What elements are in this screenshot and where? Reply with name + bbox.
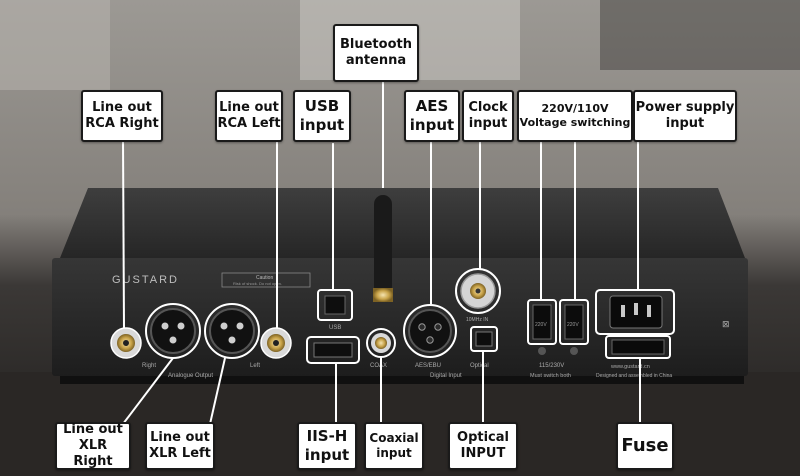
callout-coaxial-input: Coaxial input (364, 422, 424, 470)
usb-port-highlight (317, 289, 353, 321)
power-pin-2 (634, 303, 638, 315)
iis-port-highlight (306, 336, 360, 364)
callout-line-out-xlr-left: Line out XLR Left (145, 422, 215, 470)
digital-input-text: Digital Input (430, 373, 462, 379)
optical-port (475, 331, 493, 347)
xlr-left-pin-2 (236, 322, 244, 330)
callout-aes-input: AES input (404, 90, 460, 142)
caution-body: Risk of shock. Do not open. (233, 281, 282, 286)
line-rca-right (122, 139, 125, 329)
callout-iis-h-input: IIS-H input (297, 422, 357, 470)
callout-line-out-xlr-right: Line out XLR Right (55, 422, 131, 470)
callout-line-out-rca-left: Line out RCA Left (215, 90, 283, 142)
xlr-right-connector (150, 308, 196, 354)
xlr-left-connector (209, 308, 255, 354)
xlr-left-pin-3 (228, 336, 236, 344)
callout-usb-input: USB input (293, 90, 351, 142)
callout-lines (122, 139, 641, 425)
clock-highlight (455, 268, 501, 314)
fuse-highlight (605, 335, 671, 359)
background-frame-right (600, 0, 800, 70)
voltage-switch-right (564, 304, 584, 340)
background-frame-left (0, 0, 110, 90)
aes-pin-1 (418, 323, 426, 331)
line-xlr-left (209, 357, 226, 425)
line-xlr-right (122, 357, 174, 425)
xlr-right-pin-2 (177, 322, 185, 330)
rca-left-pin (273, 340, 279, 346)
xlr-left-pin-1 (220, 322, 228, 330)
power-pin-1 (621, 305, 625, 317)
power-inlet-highlight (595, 289, 675, 335)
caution-label (221, 272, 311, 288)
aes-pin-3 (426, 336, 434, 344)
coaxial-ring (375, 337, 387, 349)
switch-left-text: 220V (535, 322, 547, 328)
iis-port (313, 342, 353, 358)
rca-right-pin (123, 340, 129, 346)
analogue-output-text: Analogue Output (168, 373, 213, 379)
right-channel-text: Right (142, 363, 156, 369)
aes-connector (408, 309, 452, 353)
weee-symbol: ⊠ (722, 320, 730, 330)
switch-right-text: 220V (567, 322, 579, 328)
designed-text: Designed and assembled in China (596, 373, 672, 379)
chassis-top (60, 188, 745, 258)
coax-text: COAX (370, 363, 387, 369)
callout-fuse: Fuse (616, 422, 674, 470)
clock-in-text: 10MHz IN (466, 317, 489, 323)
power-pin-3 (647, 305, 651, 317)
aes-pin-2 (434, 323, 442, 331)
caution-title: Caution (256, 275, 273, 281)
brand-logo: GUSTARD (112, 274, 179, 286)
callout-voltage-switching: 220V/110V Voltage switching (517, 90, 633, 142)
callout-clock-input: Clock input (462, 90, 514, 142)
switch-screw-left (538, 347, 546, 355)
usb-port (324, 295, 346, 315)
bluetooth-antenna (374, 195, 392, 295)
aes-ebu-text: AES/EBU (415, 363, 441, 369)
fuse-holder (611, 339, 665, 355)
callout-line-out-rca-right: Line out RCA Right (81, 90, 163, 142)
left-channel-text: Left (250, 363, 260, 369)
callout-optical-input: Optical INPUT (448, 422, 518, 470)
must-switch-text: Must switch both (530, 373, 571, 379)
optical-text: Optical (470, 363, 489, 369)
xlr-left-highlight (204, 303, 260, 359)
voltage-text: 115/230V (539, 363, 564, 369)
usb-text: USB (329, 325, 341, 331)
callout-bluetooth-antenna: Bluetooth antenna (333, 24, 419, 82)
switch-screw-right (570, 347, 578, 355)
voltage-switch-left (532, 304, 552, 340)
xlr-right-pin-3 (169, 336, 177, 344)
website-text: www.gustard.cn (610, 364, 650, 370)
bluetooth-antenna-base (373, 288, 393, 302)
clock-pin (475, 288, 481, 294)
callout-power-supply-input: Power supply input (633, 90, 737, 142)
chassis-feet (60, 376, 744, 384)
xlr-right-pin-1 (161, 322, 169, 330)
